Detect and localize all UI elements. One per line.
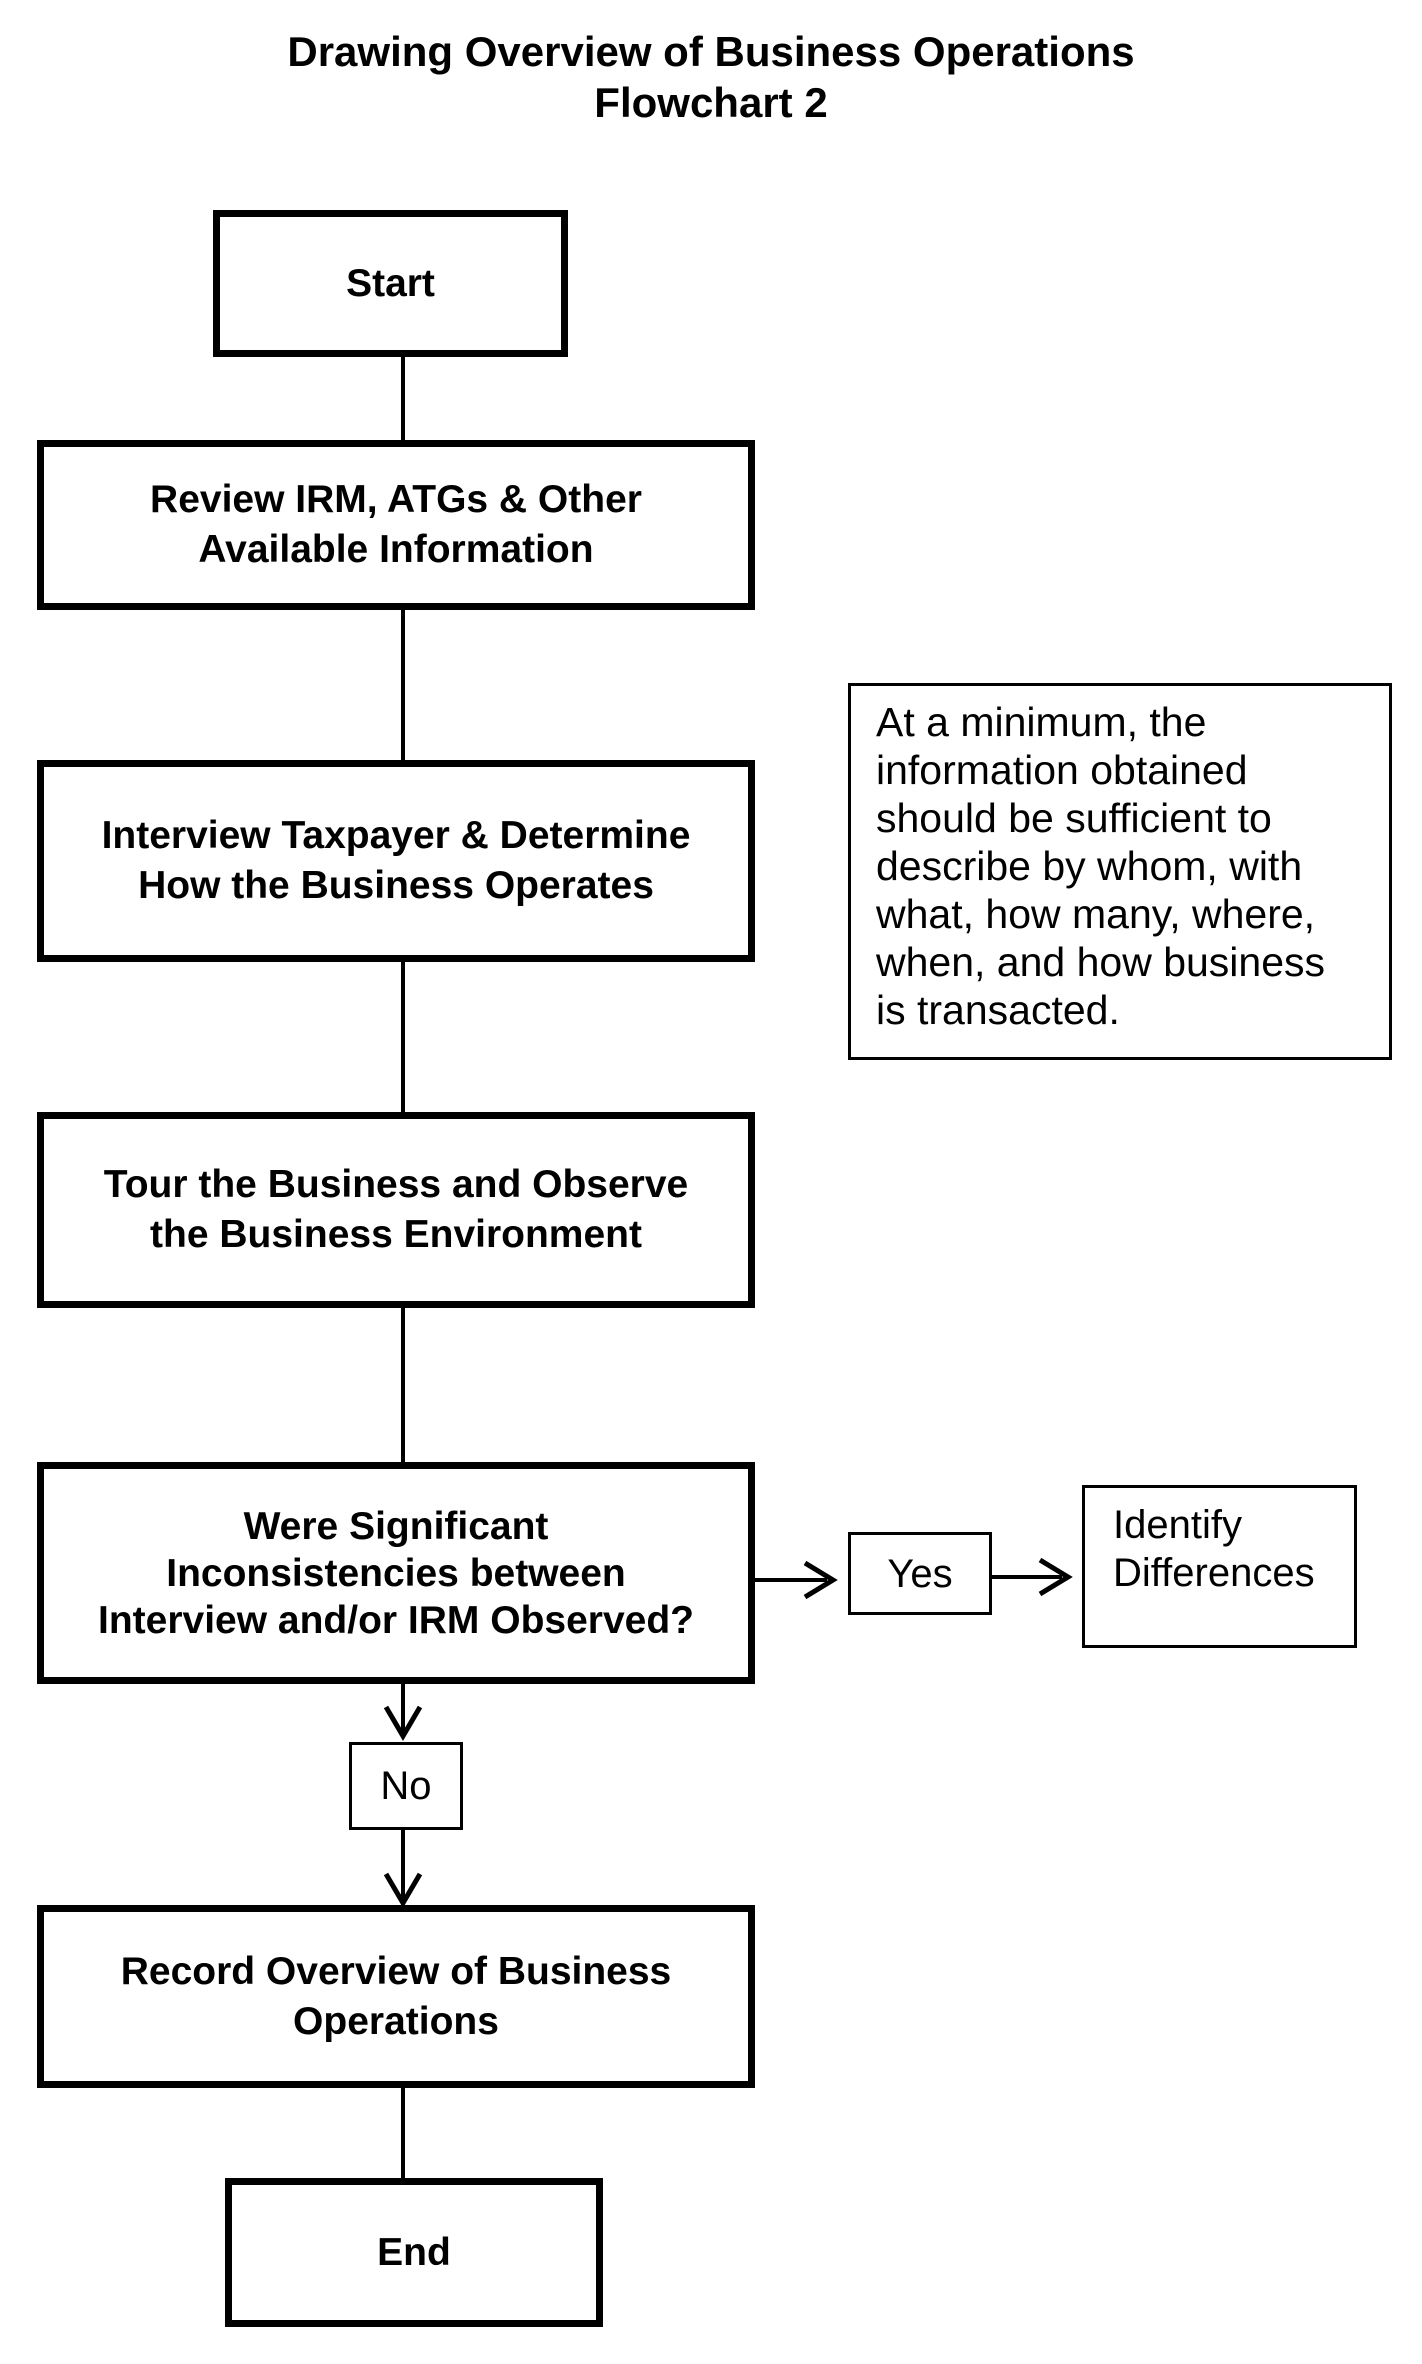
node-no: No [349, 1742, 463, 1830]
node-identify-label: Identify Differences [1113, 1503, 1315, 1595]
node-record: Record Overview of Business Operations [37, 1905, 755, 2088]
node-end-label: End [377, 2230, 451, 2274]
node-tour: Tour the Business and Observe the Busine… [37, 1112, 755, 1308]
node-interview-label: Interview Taxpayer & Determine How the B… [101, 814, 691, 907]
node-note: At a minimum, the information obtained s… [848, 683, 1392, 1060]
node-decision-label: Were Significant Inconsistencies between… [98, 1504, 694, 1642]
node-note-label: At a minimum, the information obtained s… [876, 699, 1326, 1033]
arrowhead-decision-no [383, 1705, 423, 1741]
node-interview: Interview Taxpayer & Determine How the B… [37, 760, 755, 962]
node-start: Start [213, 210, 568, 357]
arrowhead-no-record [383, 1872, 423, 1908]
node-review-label: Review IRM, ATGs & Other Available Infor… [150, 478, 642, 571]
node-tour-label: Tour the Business and Observe the Busine… [103, 1163, 689, 1256]
arrowhead-yes-identify [1038, 1557, 1073, 1597]
node-yes-label: Yes [887, 1551, 953, 1596]
arrowhead-decision-yes [803, 1560, 838, 1600]
node-decision: Were Significant Inconsistencies between… [37, 1462, 755, 1684]
node-start-label: Start [346, 261, 435, 305]
node-identify: Identify Differences [1082, 1485, 1357, 1648]
node-review: Review IRM, ATGs & Other Available Infor… [37, 440, 755, 610]
node-no-label: No [380, 1764, 432, 1808]
node-record-label: Record Overview of Business Operations [120, 1949, 672, 2043]
node-end: End [225, 2178, 603, 2327]
node-yes: Yes [848, 1532, 992, 1615]
page-title: Drawing Overview of Business Operations … [287, 28, 1135, 126]
